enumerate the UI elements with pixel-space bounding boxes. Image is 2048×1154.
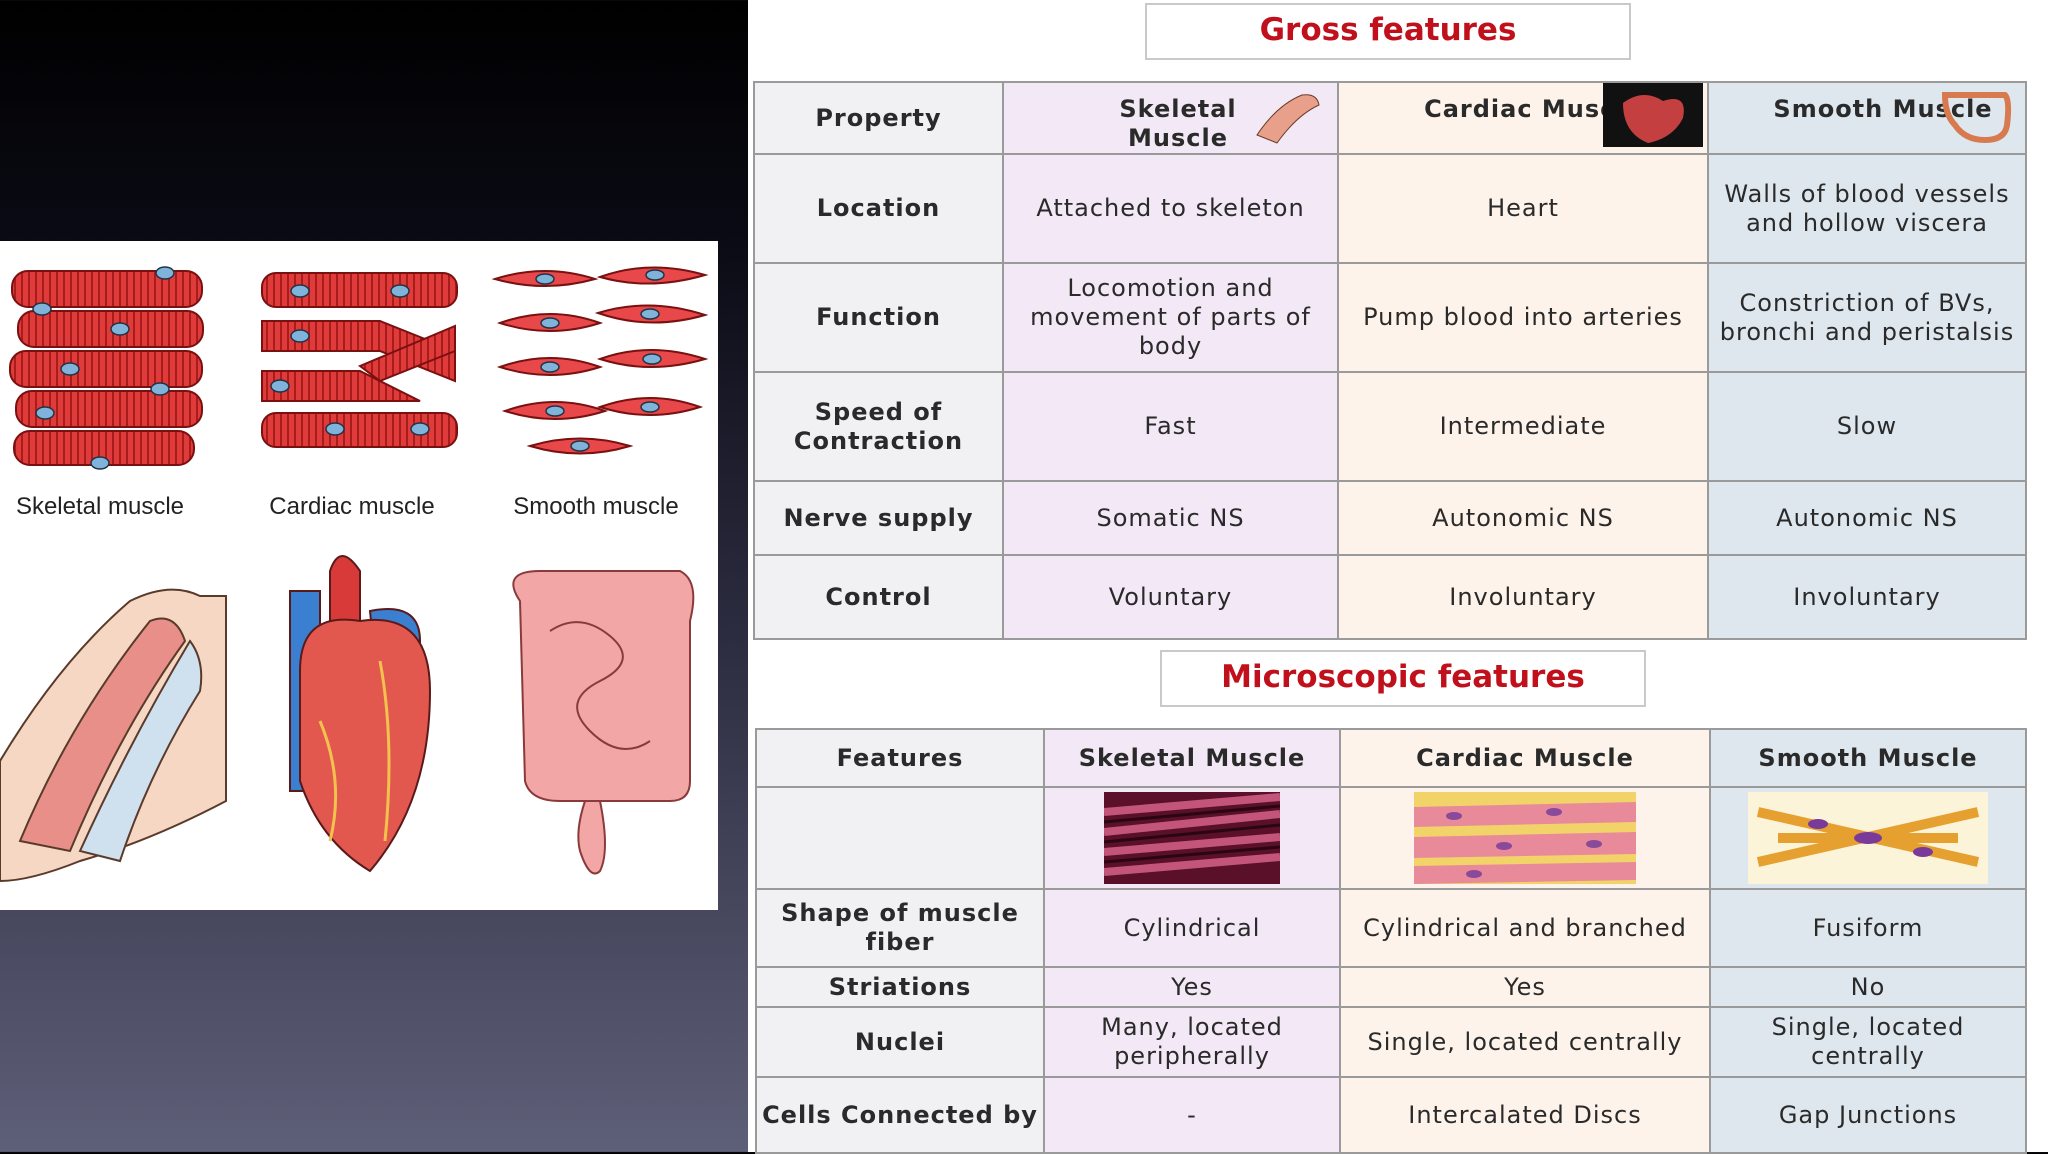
cell-smooth: Autonomic NS — [1707, 480, 2027, 556]
micro-row-striations: Striations Yes Yes No — [755, 966, 2027, 1008]
intestine-drawing — [512, 570, 695, 875]
micro-row-connections: Cells Connected by - Intercalated Discs … — [755, 1076, 2027, 1154]
cell-skeletal: Many, located peripherally — [1043, 1006, 1341, 1078]
heart-thumbnail-icon — [1603, 83, 1703, 147]
micro-header-smooth: Smooth Muscle — [1709, 728, 2027, 788]
micro-image-blank — [755, 786, 1045, 890]
micro-row-nuclei: Nuclei Many, located peripherally Single… — [755, 1006, 2027, 1078]
skeletal-fiber-drawing — [9, 266, 204, 470]
gross-row-control: Control Voluntary Involuntary Involuntar… — [753, 554, 2027, 640]
microscopic-features-title: Microscopic features — [1160, 650, 1646, 707]
row-label: Speed of Contraction — [753, 371, 1004, 482]
skeletal-micrograph — [1043, 786, 1341, 890]
cell-smooth: No — [1709, 966, 2027, 1008]
skeletal-micrograph-image — [1104, 792, 1280, 884]
row-label: Shape of muscle fiber — [755, 888, 1045, 968]
cardiac-fiber-drawing — [261, 272, 458, 448]
cell-skeletal: Fast — [1002, 371, 1339, 482]
micro-header-cardiac: Cardiac Muscle — [1339, 728, 1711, 788]
muscle-types-illustration: Skeletal muscle Cardiac muscle Smooth mu… — [0, 241, 718, 910]
cell-smooth: Fusiform — [1709, 888, 2027, 968]
microscopic-features-table: Features Skeletal Muscle Cardiac Muscle … — [755, 728, 2027, 1154]
smooth-nuclei — [535, 269, 665, 452]
cell-cardiac: Yes — [1339, 966, 1711, 1008]
cell-skeletal: Locomotion and movement of parts of body — [1002, 262, 1339, 373]
row-label: Cells Connected by — [755, 1076, 1045, 1154]
gross-row-function: Function Locomotion and movement of part… — [753, 262, 2027, 373]
cell-cardiac: Intercalated Discs — [1339, 1076, 1711, 1154]
micro-image-row — [755, 786, 2027, 890]
gross-row-nerve: Nerve supply Somatic NS Autonomic NS Aut… — [753, 480, 2027, 556]
gross-header-skeletal-text: Skeletal Muscle — [1119, 95, 1237, 152]
gross-header-cardiac: Cardiac Muscle — [1337, 81, 1709, 155]
cell-skeletal: Voluntary — [1002, 554, 1339, 640]
cell-smooth: Gap Junctions — [1709, 1076, 2027, 1154]
cell-cardiac: Single, located centrally — [1339, 1006, 1711, 1078]
cardiac-micrograph-image — [1414, 792, 1636, 884]
cell-cardiac: Involuntary — [1337, 554, 1709, 640]
label-cardiac-muscle: Cardiac muscle — [269, 493, 435, 520]
smooth-micrograph — [1709, 786, 2027, 890]
intestine-thumbnail-icon — [1941, 92, 2012, 144]
cell-skeletal: Cylindrical — [1043, 888, 1341, 968]
row-label: Nuclei — [755, 1006, 1045, 1078]
row-label: Striations — [755, 966, 1045, 1008]
gross-features-title: Gross features — [1145, 3, 1631, 60]
cell-smooth: Single, located centrally — [1709, 1006, 2027, 1078]
cell-smooth: Constriction of BVs, bronchi and perista… — [1707, 262, 2027, 373]
cell-skeletal: Attached to skeleton — [1002, 153, 1339, 264]
arm-drawing — [0, 588, 227, 883]
micro-header-skeletal: Skeletal Muscle — [1043, 728, 1341, 788]
micro-header-row: Features Skeletal Muscle Cardiac Muscle … — [755, 728, 2027, 788]
cell-skeletal: Yes — [1043, 966, 1341, 1008]
gross-header-skeletal: Skeletal Muscle — [1002, 81, 1339, 155]
row-label: Control — [753, 554, 1004, 640]
gross-row-speed: Speed of Contraction Fast Intermediate S… — [753, 371, 2027, 482]
cell-cardiac: Cylindrical and branched — [1339, 888, 1711, 968]
smooth-micrograph-image — [1748, 792, 1988, 884]
cell-smooth: Involuntary — [1707, 554, 2027, 640]
cell-smooth: Walls of blood vessels and hollow viscer… — [1707, 153, 2027, 264]
gross-header-property: Property — [753, 81, 1004, 155]
cardiac-micrograph — [1339, 786, 1711, 890]
micro-header-features: Features — [755, 728, 1045, 788]
cell-cardiac: Pump blood into arteries — [1337, 262, 1709, 373]
gross-header-smooth-text: Smooth Muscle — [1773, 95, 1993, 123]
cell-cardiac: Autonomic NS — [1337, 480, 1709, 556]
cell-skeletal: Somatic NS — [1002, 480, 1339, 556]
label-smooth-muscle: Smooth muscle — [513, 493, 679, 520]
row-label: Nerve supply — [753, 480, 1004, 556]
gross-row-location: Location Attached to skeleton Heart Wall… — [753, 153, 2027, 264]
muscle-illustration-art — [0, 266, 709, 883]
gross-features-table: Property Skeletal Muscle Cardiac Muscle … — [753, 81, 2027, 640]
row-label: Location — [753, 153, 1004, 264]
cell-skeletal: - — [1043, 1076, 1341, 1154]
skeletal-thumbnail-icon — [1256, 94, 1320, 144]
smooth-fiber-drawing — [491, 266, 709, 455]
comparison-panel: Gross features Property Skeletal Muscle … — [748, 0, 2048, 1154]
label-skeletal-muscle: Skeletal muscle — [15, 493, 185, 520]
cell-cardiac: Heart — [1337, 153, 1709, 264]
gross-header-smooth: Smooth Muscle — [1707, 81, 2027, 155]
heart-drawing — [289, 555, 432, 873]
gross-header-row: Property Skeletal Muscle Cardiac Muscle … — [753, 81, 2027, 155]
cell-smooth: Slow — [1707, 371, 2027, 482]
row-label: Function — [753, 262, 1004, 373]
micro-row-shape: Shape of muscle fiber Cylindrical Cylind… — [755, 888, 2027, 968]
cell-cardiac: Intermediate — [1337, 371, 1709, 482]
